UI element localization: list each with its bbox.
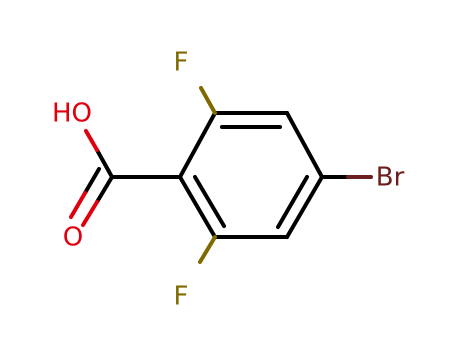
bond-c-o2-b xyxy=(69,191,87,219)
bond-c-oh-a xyxy=(95,148,114,179)
atom-label-fluorine-top: F xyxy=(174,48,189,78)
bond-c-o-b xyxy=(81,200,99,227)
atom-label-carbonyl-oxygen: O xyxy=(63,223,83,253)
bond-c1-c2 xyxy=(178,111,217,179)
bond-c2-f xyxy=(199,86,217,115)
bond-c3-c4 xyxy=(285,111,324,179)
bond-c6-c1-inner xyxy=(193,175,226,228)
bond-c4-c5-inner xyxy=(276,175,309,229)
bond-c4-c5 xyxy=(285,175,324,239)
atom-label-fluorine-bottom: F xyxy=(174,282,189,312)
bond-c-o-a xyxy=(95,175,114,204)
bond-c6-f xyxy=(198,235,217,264)
bond-c-oh-b xyxy=(84,129,99,152)
bond-c-o2-a xyxy=(83,167,101,195)
atom-label-bromine: Br xyxy=(376,163,405,193)
bonds xyxy=(69,86,373,264)
bond-c6-c1 xyxy=(178,175,217,239)
atom-label-hydroxyl: HO xyxy=(52,99,92,129)
